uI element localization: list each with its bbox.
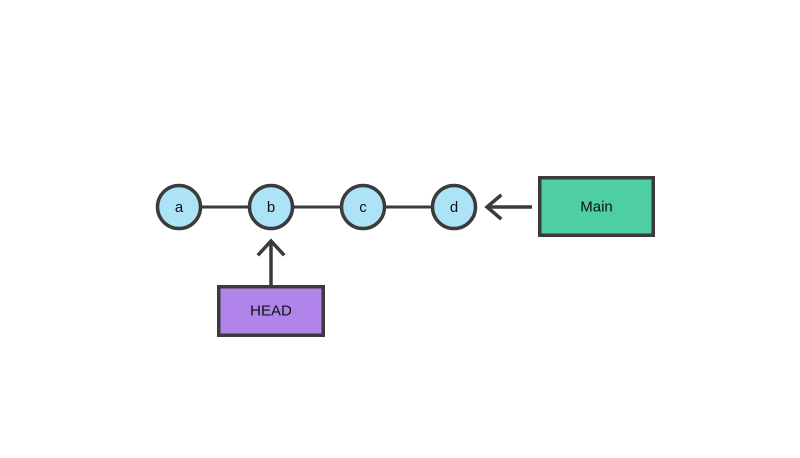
head-pointer-label[interactable]: HEAD (217, 285, 325, 337)
head-arrow-head (256, 238, 286, 257)
commit-node-b[interactable]: b (247, 183, 295, 231)
commit-label-b: b (267, 199, 275, 216)
commit-circle-b (247, 183, 295, 231)
main-branch-text: Main (580, 199, 613, 216)
commit-node-c[interactable]: c (339, 183, 387, 231)
commit-node-a[interactable]: a (155, 183, 203, 231)
commit-label-a: a (175, 199, 184, 216)
commit-circle-d (430, 183, 478, 231)
head-pointer-box (217, 285, 325, 337)
commit-node-d[interactable]: d (430, 183, 478, 231)
commit-label-c: c (359, 199, 367, 216)
main-branch-arrow-icon (484, 193, 532, 221)
commit-circle-a (155, 183, 203, 231)
head-pointer-arrow-icon (256, 238, 286, 285)
commit-label-d: d (450, 199, 458, 216)
main-branch-box (538, 176, 655, 237)
main-arrow-head (484, 193, 503, 221)
head-pointer-text: HEAD (250, 303, 292, 320)
commit-circle-c (339, 183, 387, 231)
main-branch-label[interactable]: Main (538, 176, 655, 237)
